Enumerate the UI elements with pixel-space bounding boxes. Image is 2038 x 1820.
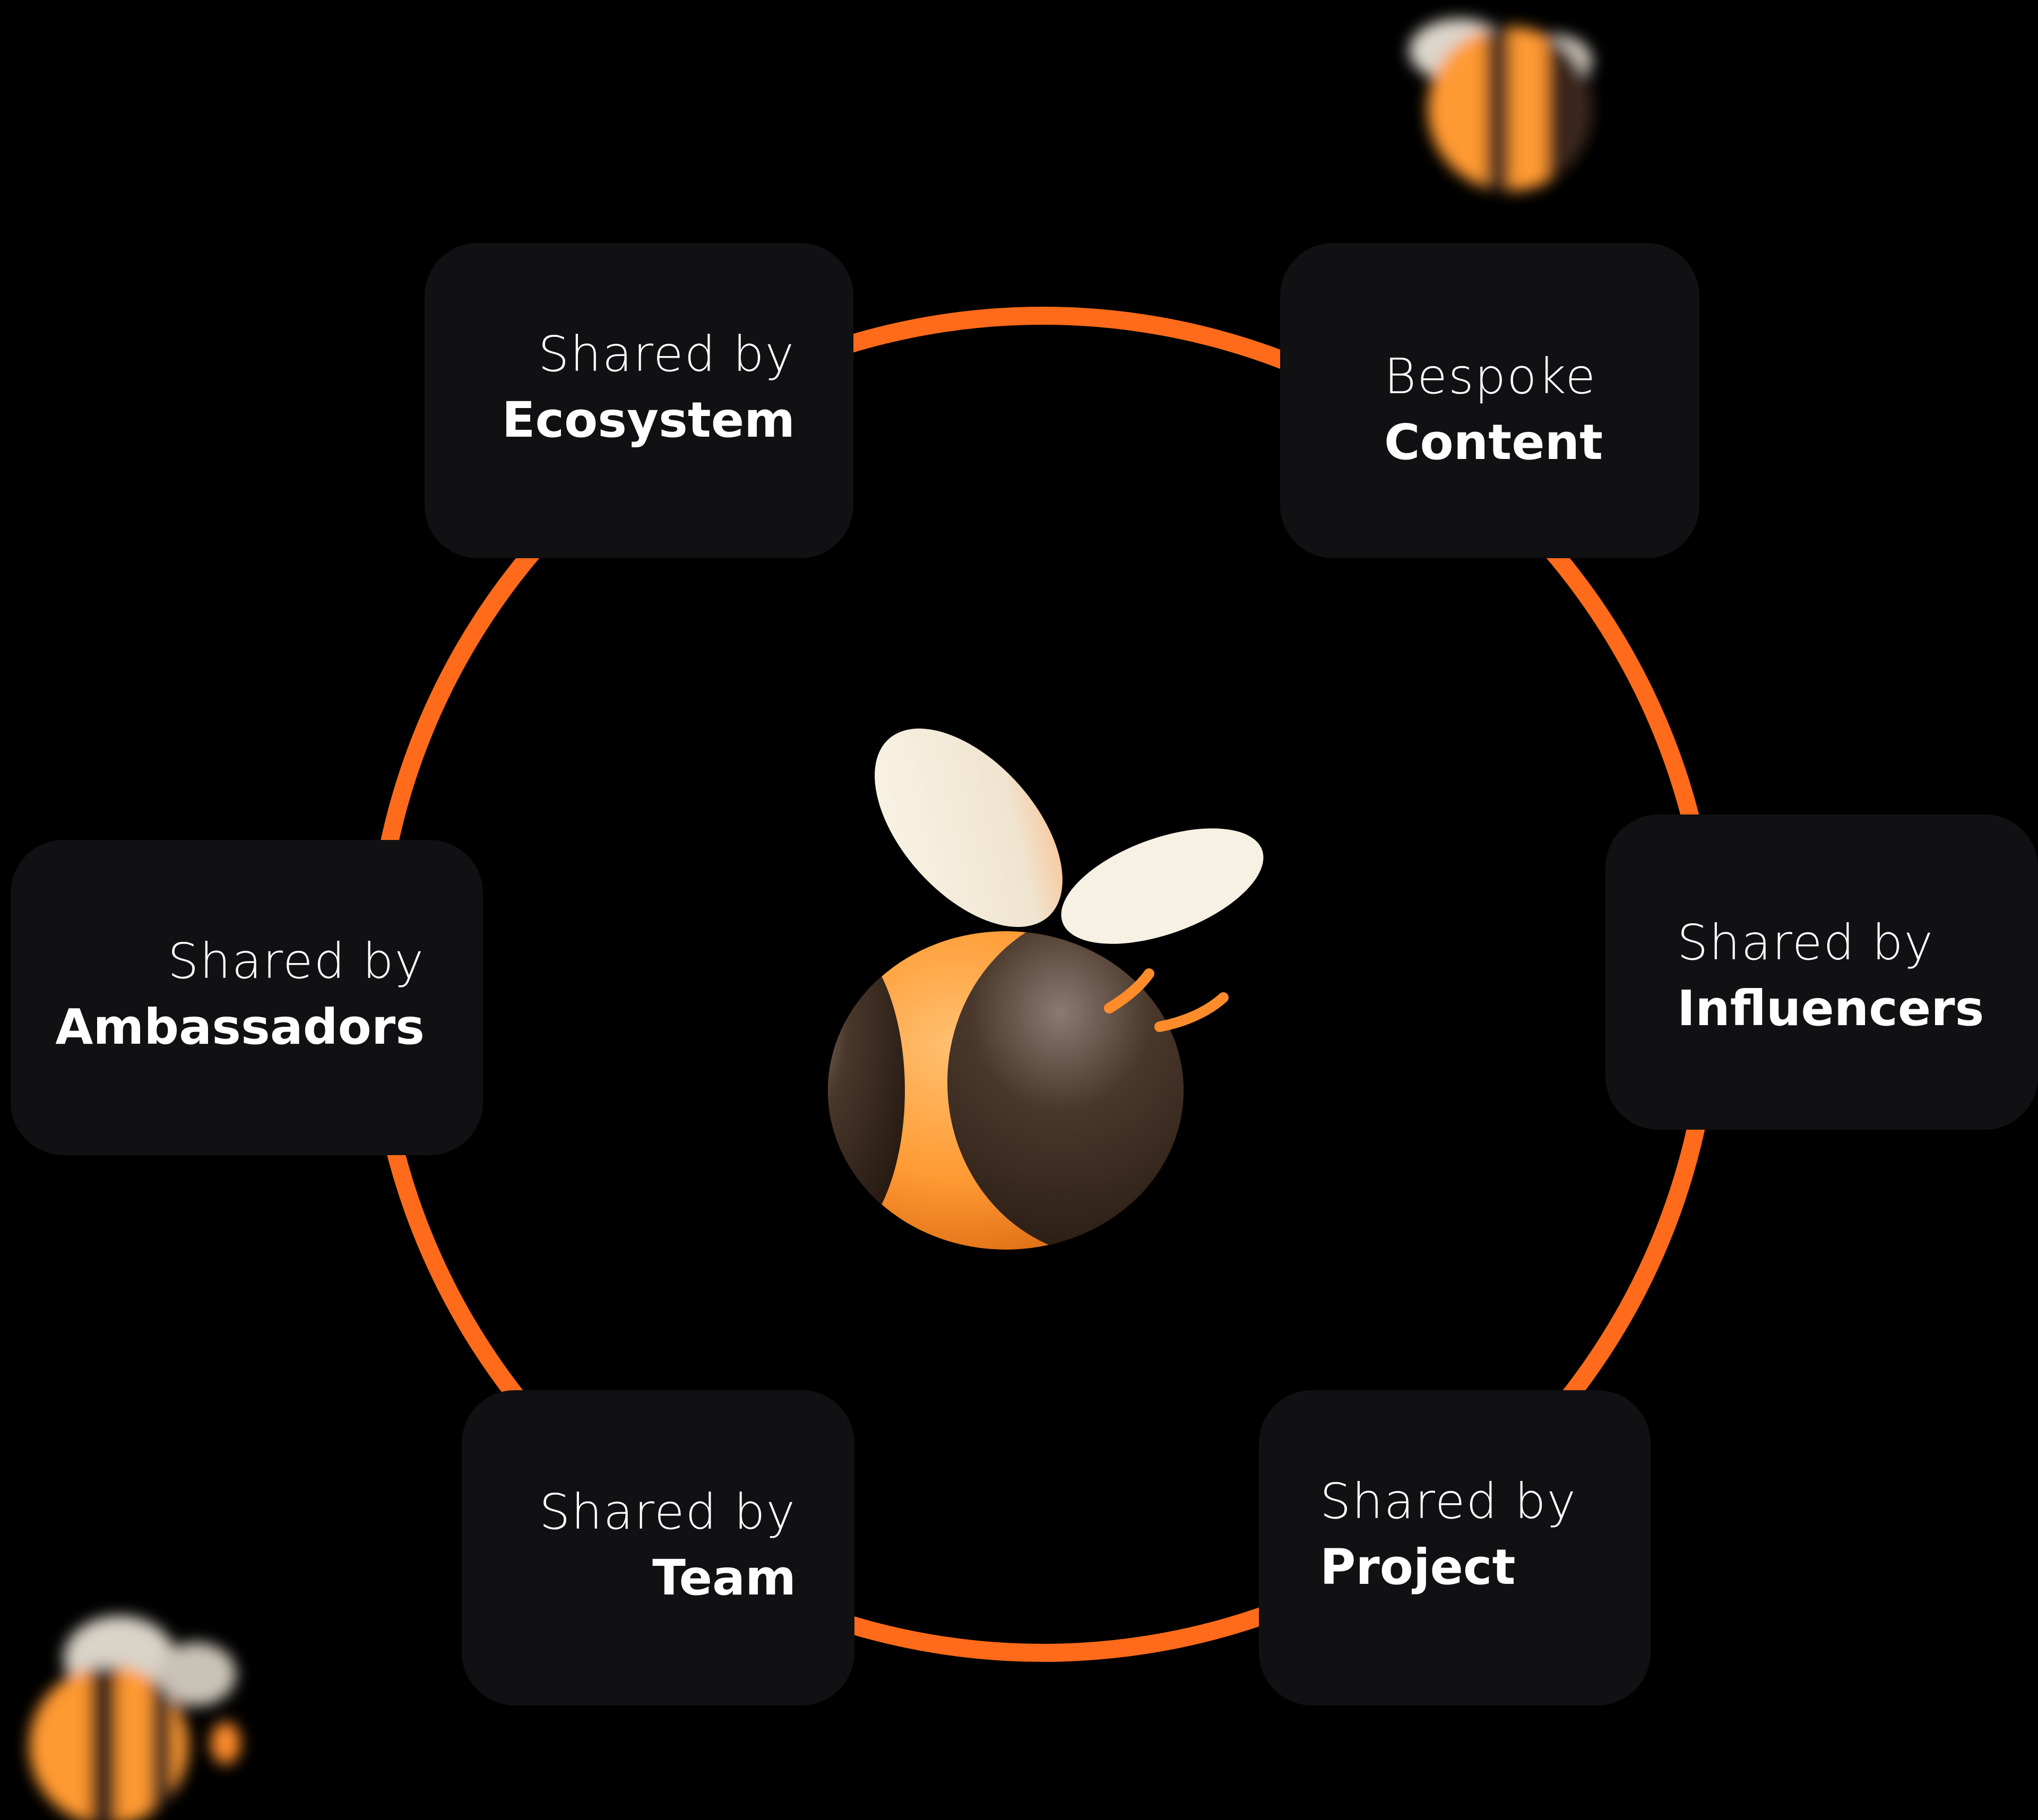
card-title: Ecosystem bbox=[502, 392, 795, 448]
card-title: Influencers bbox=[1677, 980, 1984, 1037]
card-bespoke-content: Bespoke Content bbox=[1280, 243, 1699, 558]
card-label: Shared by bbox=[538, 326, 795, 383]
bee-wing-small bbox=[1061, 828, 1264, 944]
blurred-bee-icon bbox=[1409, 19, 1592, 191]
card-label: Shared by bbox=[1320, 1473, 1577, 1530]
card-label: Shared by bbox=[168, 933, 425, 990]
card-shared-by-project: Shared by Project bbox=[1259, 1390, 1651, 1705]
card-label: Bespoke bbox=[1384, 348, 1597, 405]
card-label: Shared by bbox=[539, 1484, 796, 1540]
bee-wing-large bbox=[875, 729, 1063, 927]
card-shared-by-ambassadors: Shared by Ambassadors bbox=[11, 840, 483, 1155]
blurred-bee-icon bbox=[29, 1616, 240, 1820]
bee-mascot-icon bbox=[828, 729, 1264, 1250]
bee-eye-left bbox=[1104, 968, 1154, 1013]
card-title: Project bbox=[1320, 1539, 1516, 1596]
card-title: Content bbox=[1384, 414, 1603, 471]
bee-eye-right bbox=[1154, 992, 1229, 1032]
card-title: Team bbox=[652, 1549, 796, 1606]
card-label: Shared by bbox=[1677, 914, 1934, 971]
card-title: Ambassadors bbox=[55, 999, 425, 1055]
card-shared-by-team: Shared by Team bbox=[462, 1390, 854, 1705]
card-shared-by-influencers: Shared by Influencers bbox=[1605, 814, 2038, 1130]
card-shared-by-ecosystem: Shared by Ecosystem bbox=[425, 243, 853, 558]
